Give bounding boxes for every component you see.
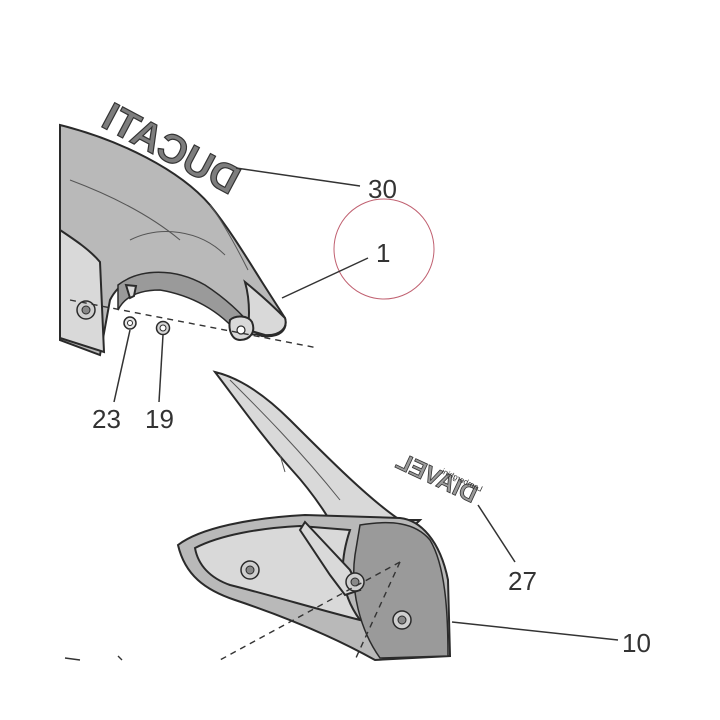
callout-19: 19 (145, 404, 174, 434)
callout-27: 27 (508, 566, 537, 596)
leader-10 (451, 621, 619, 641)
callout-1: 1 (376, 238, 390, 268)
callout-10: 10 (622, 628, 651, 658)
windscreen-fairing-part (176, 370, 452, 662)
lower-assembly-line-2 (354, 561, 401, 661)
leader-27 (477, 504, 516, 563)
nut-part-19 (155, 320, 171, 336)
assembly-axis-line (69, 299, 319, 349)
highlight-circle (333, 198, 435, 300)
callout-30: 30 (368, 174, 397, 204)
cropped-fragment (64, 655, 123, 661)
leader-23 (113, 329, 131, 403)
leader-1 (281, 257, 369, 299)
lower-assembly-line-1 (219, 561, 401, 661)
diavel-decal: DIAVEL Lamborghini (391, 447, 484, 509)
leader-30 (235, 167, 361, 187)
washer-part-23 (123, 316, 137, 330)
leader-19 (158, 334, 164, 403)
callout-23: 23 (92, 404, 121, 434)
front-fairing-part (59, 123, 287, 357)
